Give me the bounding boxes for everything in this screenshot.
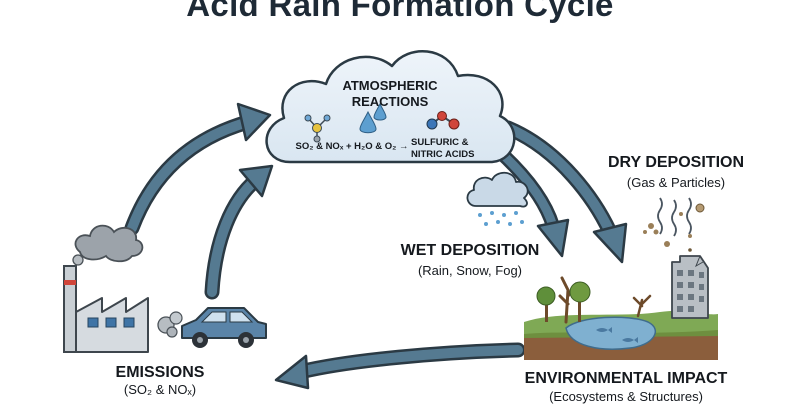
atmospheric-products: SULFURIC & NITRIC ACIDS — [411, 137, 475, 161]
factory-icon — [63, 265, 149, 353]
atmospheric-cloud — [265, 50, 516, 164]
atmospheric-equation: SO₂ & NOₓ + H₂O & O₂ → — [295, 141, 409, 152]
atmospheric-title-line2: REACTIONS — [351, 94, 429, 109]
arrow-impact-to-emissions — [274, 342, 526, 390]
rain-cloud-icon — [466, 171, 529, 226]
arrow-atmosphere-to-dry-deposition — [500, 120, 628, 264]
dry-deposition-subtitle: (Gas & Particles) — [626, 175, 726, 190]
dry-particles-icon — [643, 197, 705, 252]
ecosystem-scene — [524, 276, 718, 360]
wet-deposition-subtitle: (Rain, Snow, Fog) — [417, 263, 523, 278]
atmospheric-product-line1: SULFURIC & — [411, 137, 469, 148]
molecule-icon — [304, 114, 331, 143]
emissions-title: EMISSIONS — [115, 364, 205, 381]
car-icon — [181, 307, 267, 348]
dry-deposition-title: DRY DEPOSITION — [607, 154, 745, 171]
building-icon — [671, 255, 709, 319]
environmental-impact-subtitle: (Ecosystems & Structures) — [549, 389, 703, 404]
arrow-emissions-to-atmosphere — [124, 102, 272, 236]
diagram-title: Acid Rain Formation Cycle — [186, 0, 614, 23]
car-exhaust-icon — [157, 311, 183, 338]
atmospheric-title: ATMOSPHERIC REACTIONS — [330, 78, 450, 110]
arrow-car-to-atmosphere — [204, 164, 274, 300]
arrow-atmosphere-to-wet-deposition — [493, 145, 570, 258]
atmospheric-product-line2: NITRIC ACIDS — [411, 149, 475, 160]
factory-smoke-icon — [72, 224, 144, 266]
atmospheric-title-line1: ATMOSPHERIC — [342, 78, 438, 93]
emissions-subtitle: (SO₂ & NOₓ) — [123, 382, 197, 397]
water-drops-icon — [359, 102, 387, 134]
environmental-impact-title: ENVIRONMENTAL IMPACT — [524, 370, 728, 387]
wet-deposition-title: WET DEPOSITION — [400, 242, 540, 259]
acid-molecule-icon — [426, 111, 460, 130]
